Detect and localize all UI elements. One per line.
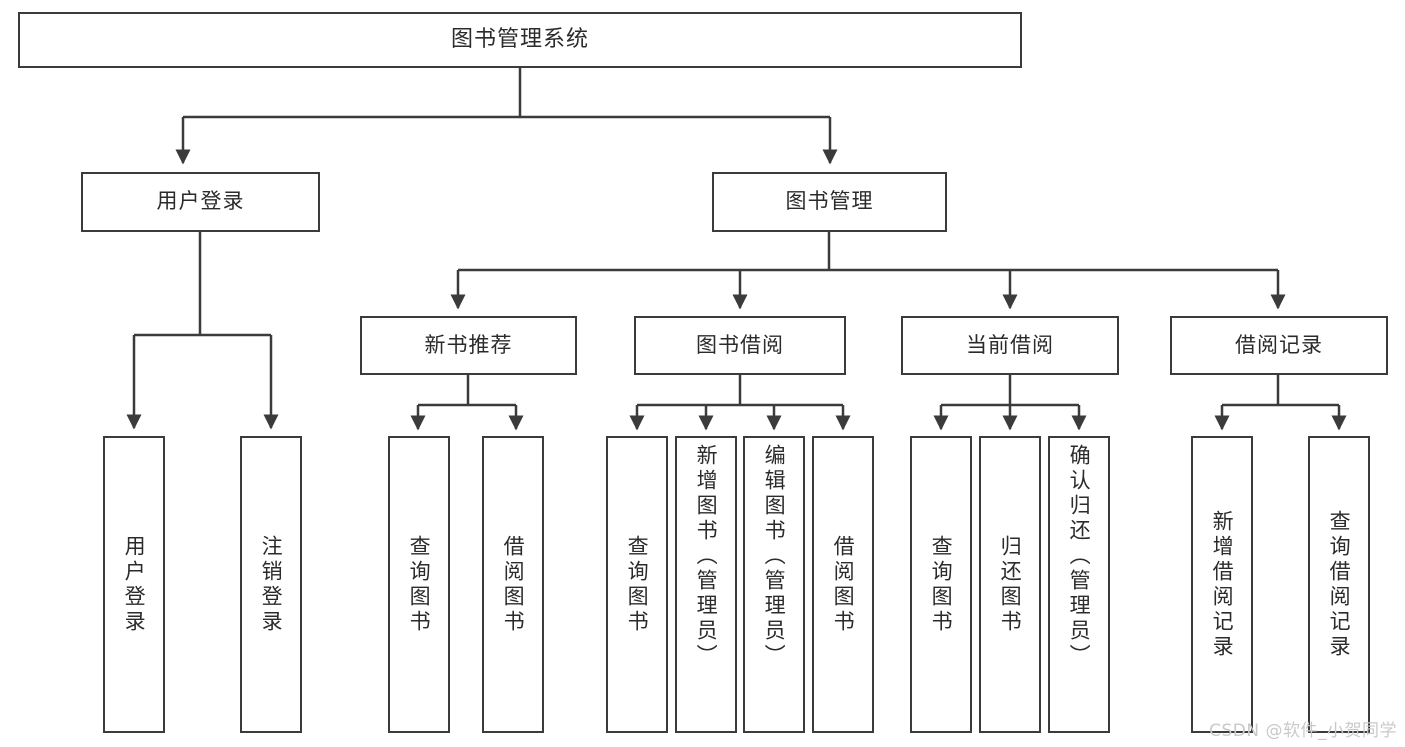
node-label: 查询图书 <box>407 534 432 635</box>
node-label: 借阅记录 <box>1235 332 1323 357</box>
node-new-book-recommend[interactable]: 新书推荐 <box>360 316 577 375</box>
node-borrow-records[interactable]: 借阅记录 <box>1170 316 1388 375</box>
node-label: 用户登录 <box>156 189 245 214</box>
node-label: 新增借阅记录 <box>1210 509 1235 660</box>
leaf-records-query-record[interactable]: 查询借阅记录 <box>1308 436 1370 733</box>
node-label: 新增图书（管理员） <box>694 444 719 669</box>
node-label: 注销登录 <box>259 534 284 635</box>
csdn-watermark: CSDN @软件_小贺同学 <box>1209 721 1397 741</box>
node-label: 图书借阅 <box>696 332 784 357</box>
node-label: 当前借阅 <box>966 332 1054 357</box>
node-user-login[interactable]: 用户登录 <box>81 172 320 232</box>
leaf-current-return-book[interactable]: 归还图书 <box>979 436 1041 733</box>
node-label: 查询图书 <box>625 534 650 635</box>
node-label: 查询图书 <box>929 534 954 635</box>
node-label: 借阅图书 <box>831 534 856 635</box>
node-label: 归还图书 <box>998 534 1023 635</box>
leaf-user-login-login[interactable]: 用户登录 <box>103 436 165 733</box>
leaf-borrow-borrow-book[interactable]: 借阅图书 <box>812 436 874 733</box>
leaf-recommend-borrow-book[interactable]: 借阅图书 <box>482 436 544 733</box>
leaf-borrow-query-book[interactable]: 查询图书 <box>606 436 668 733</box>
node-label: 编辑图书（管理员） <box>762 444 787 669</box>
leaf-current-confirm-return-admin[interactable]: 确认归还（管理员） <box>1048 436 1110 733</box>
node-label: 新书推荐 <box>424 332 513 357</box>
leaf-current-query-book[interactable]: 查询图书 <box>910 436 972 733</box>
node-current-borrow[interactable]: 当前借阅 <box>901 316 1119 375</box>
node-label: 确认归还（管理员） <box>1067 444 1092 669</box>
node-book-borrow[interactable]: 图书借阅 <box>634 316 846 375</box>
node-root-book-management-system[interactable]: 图书管理系统 <box>18 12 1022 68</box>
leaf-records-add-record[interactable]: 新增借阅记录 <box>1191 436 1253 733</box>
leaf-borrow-edit-book-admin[interactable]: 编辑图书（管理员） <box>743 436 805 733</box>
node-label: 图书管理 <box>785 189 874 214</box>
node-label: 借阅图书 <box>501 534 526 635</box>
leaf-borrow-add-book-admin[interactable]: 新增图书（管理员） <box>675 436 737 733</box>
node-book-management[interactable]: 图书管理 <box>712 172 947 232</box>
leaf-user-login-logout[interactable]: 注销登录 <box>240 436 302 733</box>
node-label: 图书管理系统 <box>450 26 589 52</box>
node-label: 查询借阅记录 <box>1327 509 1352 660</box>
node-label: 用户登录 <box>122 534 147 635</box>
leaf-recommend-query-book[interactable]: 查询图书 <box>388 436 450 733</box>
